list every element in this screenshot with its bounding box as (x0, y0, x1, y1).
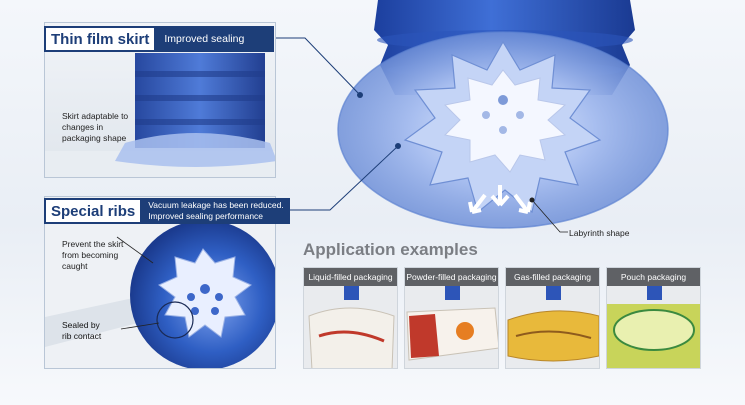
liquid-packaging-photo (304, 286, 397, 368)
special-ribs-heading: Special ribs Vacuum leakage has been red… (44, 198, 291, 224)
pouch-packaging-photo (607, 286, 700, 368)
skirt-adaptable-note: Skirt adaptable to changes in packaging … (62, 111, 129, 143)
application-card-label: Powder-filled packaging (405, 268, 498, 286)
application-examples-title: Application examples (303, 240, 478, 259)
prevent-skirt-note: Prevent the skirt from becoming caught (62, 239, 124, 271)
special-ribs-title: Special ribs (44, 198, 143, 224)
thin-film-skirt-title: Thin film skirt (44, 26, 157, 52)
powder-packaging-photo (405, 286, 498, 368)
special-ribs-photo (45, 197, 275, 368)
application-card-pouch: Pouch packaging (606, 267, 701, 369)
application-card-label: Liquid-filled packaging (304, 268, 397, 286)
application-card-liquid: Liquid-filled packaging (303, 267, 398, 369)
application-card-powder: Powder-filled packaging (404, 267, 499, 369)
application-examples: Liquid-filled packaging Powder-filled pa… (303, 267, 701, 369)
thin-film-skirt-subtitle: Improved sealing (156, 26, 275, 52)
gas-packaging-photo (506, 286, 599, 368)
labyrinth-shape-label: Labyrinth shape (569, 228, 630, 238)
thin-film-skirt-heading: Thin film skirt Improved sealing (44, 26, 275, 52)
sealed-by-rib-note: Sealed by rib contact (62, 320, 102, 341)
application-card-label: Gas-filled packaging (506, 268, 599, 286)
application-card-label: Pouch packaging (607, 268, 700, 286)
application-card-gas: Gas-filled packaging (505, 267, 600, 369)
special-ribs-subtitle: Vacuum leakage has been reduced. Improve… (142, 198, 291, 224)
special-ribs-panel (44, 196, 276, 369)
